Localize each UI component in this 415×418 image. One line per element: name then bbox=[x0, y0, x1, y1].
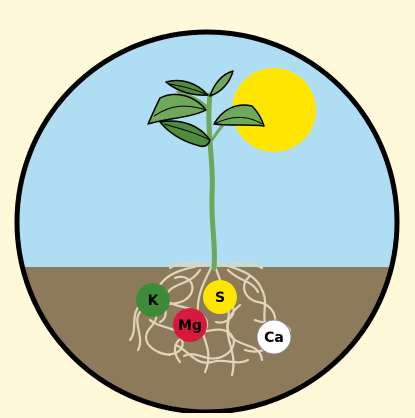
scene-group: K S Mg Ca bbox=[0, 20, 415, 413]
nutrient-potassium-label: K bbox=[148, 293, 160, 309]
nutrient-sulfur-label: S bbox=[215, 290, 225, 306]
nutrient-magnesium-label: Mg bbox=[178, 318, 202, 334]
nutrient-potassium: K bbox=[136, 283, 170, 317]
nutrient-sulfur: S bbox=[203, 280, 237, 314]
nutrient-calcium-label: Ca bbox=[264, 330, 284, 346]
nutrient-calcium: Ca bbox=[257, 320, 291, 354]
nutrient-magnesium: Mg bbox=[173, 308, 207, 342]
